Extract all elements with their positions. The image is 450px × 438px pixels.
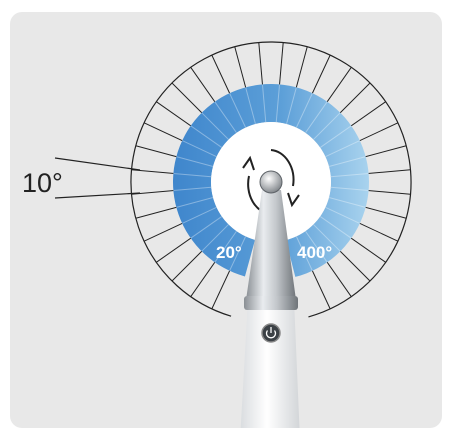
- band-tick: [201, 112, 229, 140]
- band-tick: [275, 84, 281, 123]
- rotation-arrows-icon: [242, 149, 300, 215]
- band-tick: [190, 125, 223, 148]
- band-tick: [328, 197, 366, 208]
- angle-range-band: [173, 83, 369, 277]
- band-tick: [245, 87, 256, 125]
- band-tick: [295, 236, 313, 272]
- band-tick: [330, 186, 369, 192]
- band-tick: [319, 216, 352, 239]
- band-tick: [214, 230, 237, 263]
- band-tick: [229, 92, 247, 128]
- band-ticks: [173, 84, 369, 272]
- step-angle-marker: [54, 157, 141, 199]
- outer-ring: [130, 41, 412, 318]
- band-tick: [325, 140, 361, 158]
- band-tick: [229, 236, 247, 272]
- band-tick: [173, 186, 212, 192]
- band-tick: [190, 216, 223, 239]
- band-tick: [325, 206, 361, 224]
- step-angle-label: 10°: [22, 168, 63, 198]
- band-tick: [181, 140, 217, 158]
- band-tick: [261, 84, 267, 123]
- band-tick: [201, 224, 229, 252]
- band-tick: [305, 230, 328, 263]
- band-tick: [286, 87, 297, 125]
- handpiece: [240, 170, 300, 428]
- band-tick: [176, 197, 214, 208]
- band-tick: [214, 101, 237, 134]
- band-tick: [319, 125, 352, 148]
- min-angle-label: 20°: [216, 243, 242, 262]
- band-tick: [305, 101, 328, 134]
- band-tick: [313, 112, 341, 140]
- max-angle-label: 400°: [297, 243, 332, 262]
- band-tick: [330, 172, 369, 178]
- band-tick: [328, 156, 366, 167]
- band-tick: [176, 156, 214, 167]
- band-tick: [173, 172, 212, 178]
- band-tick: [181, 206, 217, 224]
- band-tick: [295, 92, 313, 128]
- power-button-icon: [261, 323, 281, 343]
- band-tick: [313, 224, 341, 252]
